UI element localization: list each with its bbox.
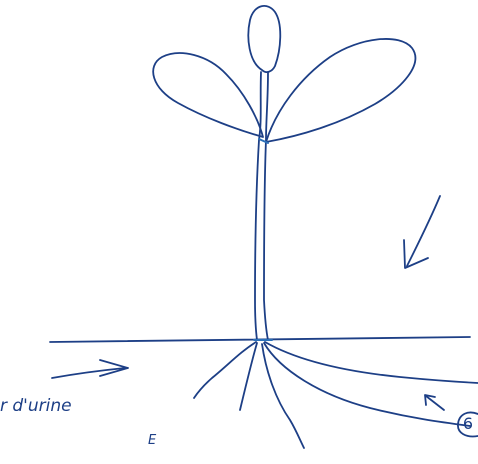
step-number-six: 6	[458, 412, 478, 436]
root-mid-left	[240, 343, 257, 410]
plant	[50, 6, 478, 448]
stem-right-line	[264, 72, 268, 340]
right-leaf	[266, 39, 415, 142]
urine-label: r d'urine	[0, 398, 72, 415]
left-arrow-shaft	[52, 368, 125, 378]
small-arrow-shaft	[426, 396, 444, 410]
letter-e-label: E	[148, 434, 156, 447]
top-bud	[248, 6, 280, 72]
root-mid	[262, 344, 304, 448]
diagonal-arrow-shaft	[407, 196, 440, 266]
stem-left-line	[255, 72, 261, 340]
root-left	[194, 342, 256, 398]
left-leaf	[153, 53, 263, 137]
